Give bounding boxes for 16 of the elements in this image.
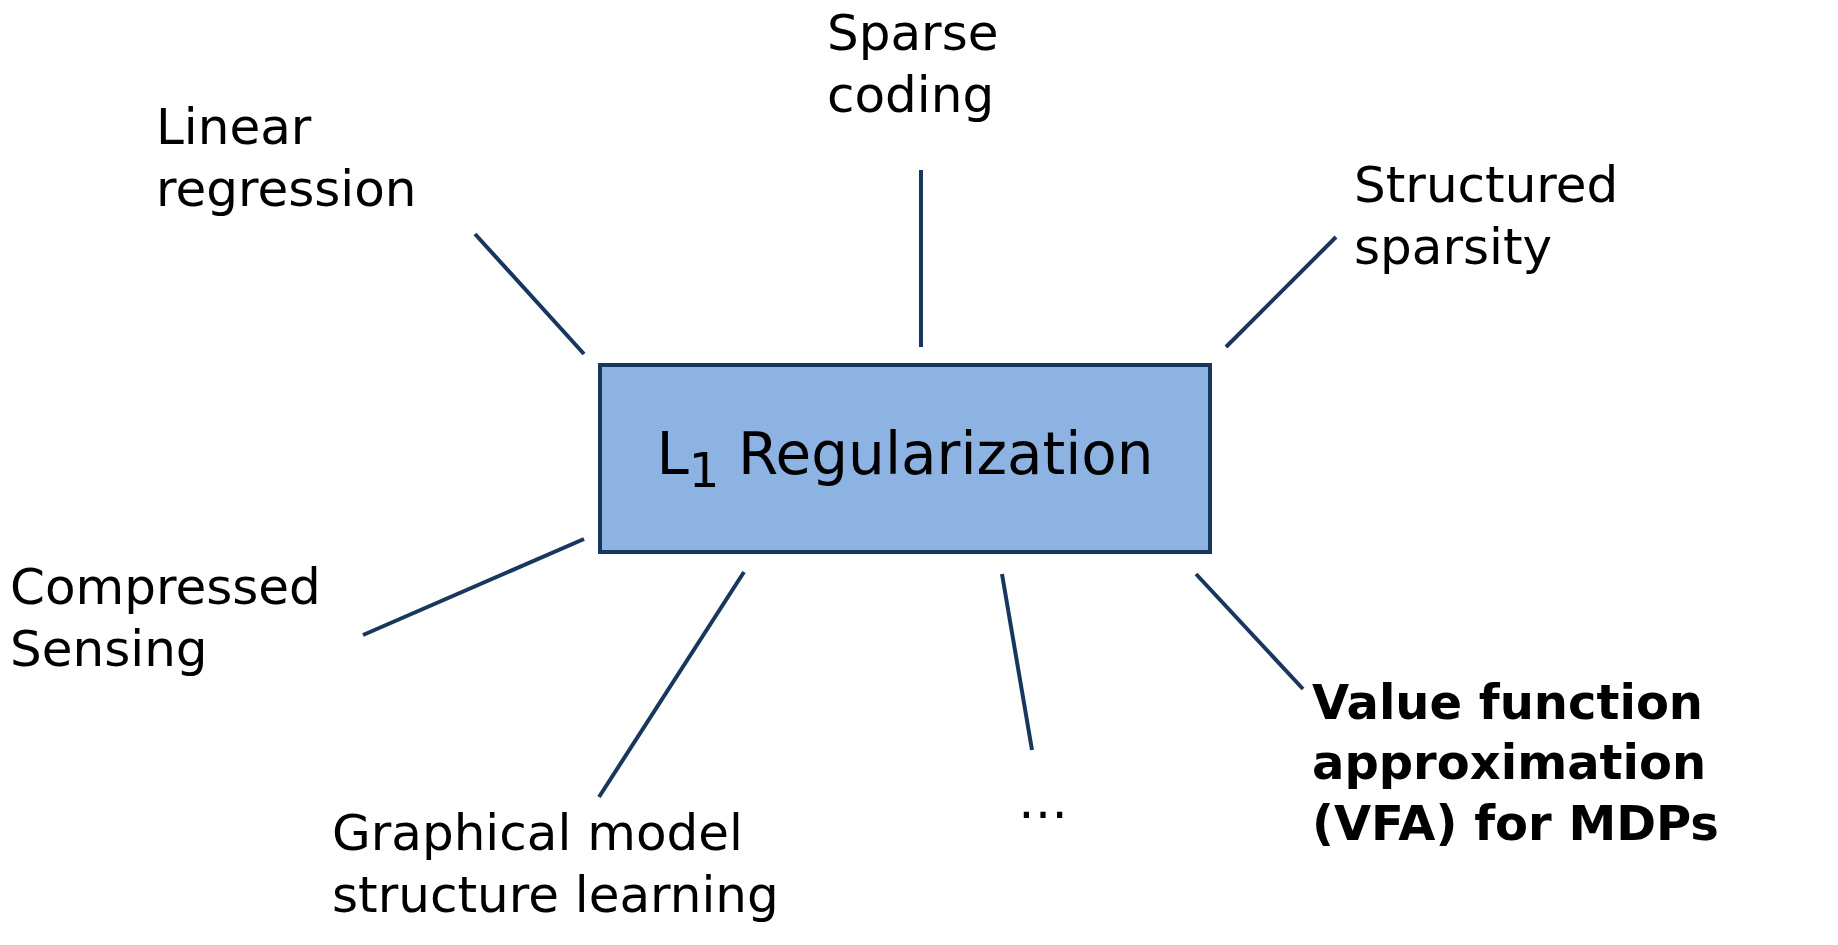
concept-box <box>598 363 1212 554</box>
topic-label: Compressed Sensing <box>10 556 380 680</box>
connector-line <box>1194 572 1305 691</box>
topic-label: Structured sparsity <box>1354 154 1684 278</box>
topic-label: … <box>1018 770 1078 832</box>
connector-line <box>1224 235 1338 349</box>
connector-line <box>1000 573 1034 751</box>
connector-line <box>597 570 746 799</box>
connector-line <box>919 170 923 347</box>
concept-title: L$_{1}$ Regularization <box>656 419 1154 498</box>
connector-line <box>362 537 585 637</box>
topic-label: Value function approximation (VFA) for MDPs <box>1312 672 1832 854</box>
topic-label: Linear regression <box>156 96 476 220</box>
topic-label: Graphical model structure learning <box>332 802 872 926</box>
connector-line <box>473 232 586 356</box>
topic-label: Sparse coding <box>827 2 1067 126</box>
